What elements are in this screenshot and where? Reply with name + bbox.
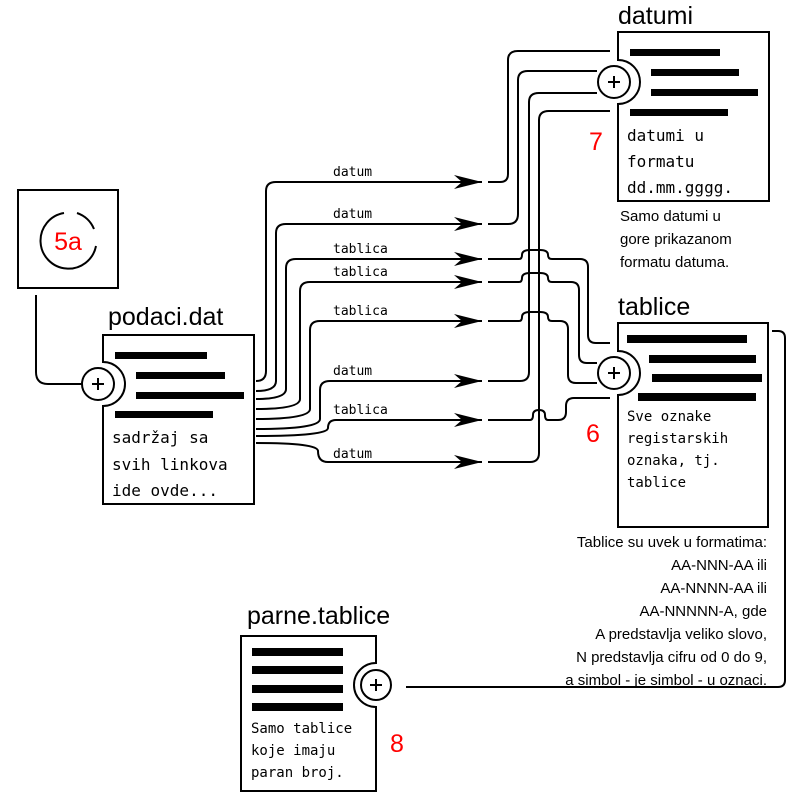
link-label: tablica	[333, 265, 388, 280]
datumi-node[interactable]: datumi datumi u formatu dd.mm.gggg. 7 Sa…	[589, 2, 770, 271]
connector-tablice-to-parne	[406, 330, 786, 688]
step-number-8: 8	[390, 730, 404, 758]
podaci-dat-document[interactable]	[102, 334, 255, 505]
text-line-bar	[136, 392, 244, 399]
plus-circle-icon[interactable]	[597, 65, 631, 99]
parne-content-line: koje imaju	[251, 743, 335, 759]
tablice-content-line: tablice	[627, 475, 686, 491]
text-line-bar	[649, 355, 756, 363]
parne-tablice-title: parne.tablice	[247, 602, 390, 630]
link-label: datum	[333, 447, 372, 462]
link-edges	[255, 175, 482, 469]
text-line-bar	[630, 109, 728, 116]
text-line-bar	[252, 703, 343, 711]
tablice-document[interactable]	[617, 322, 769, 528]
tablice-note-line: N predstavlja cifru od 0 do 9,	[576, 649, 767, 666]
tablice-note-line: a simbol - je simbol - u oznaci.	[565, 672, 767, 689]
link-label: datum	[333, 165, 372, 180]
text-line-bar	[638, 393, 756, 401]
link-labels: datum datum tablica tablica tablica datu…	[333, 165, 388, 462]
parne-content-line: Samo tablice	[251, 721, 352, 737]
tablice-content-line: registarskih	[627, 431, 728, 447]
text-line-bar	[252, 685, 343, 693]
link-edge[interactable]	[255, 175, 482, 382]
step-number-6: 6	[586, 420, 600, 448]
text-line-bar	[627, 335, 747, 343]
step-number-7: 7	[589, 128, 603, 156]
link-edge[interactable]	[255, 275, 482, 410]
parne-tablice-document[interactable]	[240, 635, 377, 792]
plus-circle-icon[interactable]	[360, 669, 392, 701]
datumi-document[interactable]	[617, 31, 770, 202]
link-label: tablica	[333, 242, 388, 257]
text-line-bar	[651, 89, 758, 96]
text-line-bar	[252, 666, 343, 674]
text-line-bar	[136, 372, 225, 379]
datumi-title: datumi	[618, 2, 693, 30]
text-line-bar	[652, 374, 762, 382]
tablice-title: tablice	[618, 293, 690, 321]
datumi-note-line: Samo datumi u	[620, 208, 721, 225]
podaci-content-line: sadržaj sa	[112, 428, 208, 447]
tablice-note-line: A predstavlja veliko slovo,	[595, 626, 767, 643]
source-node-box[interactable]	[17, 189, 119, 289]
text-line-bar	[630, 49, 720, 56]
podaci-content-line: svih linkova	[112, 455, 228, 474]
link-edge[interactable]	[255, 217, 482, 392]
tablice-note-line: AA-NNNN-AA ili	[660, 580, 767, 597]
plus-circle-icon[interactable]	[81, 367, 115, 401]
link-edge[interactable]	[255, 413, 482, 437]
tablice-content-line: Sve oznake	[627, 409, 711, 425]
tablice-note-line: AA-NNN-AA ili	[671, 557, 767, 574]
tablice-content-line: oznaka, tj.	[627, 453, 720, 469]
podaci-content-line: ide ovde...	[112, 481, 218, 500]
link-edge[interactable]	[255, 442, 482, 469]
datumi-content-line: datumi u	[627, 126, 704, 145]
podaci-dat-node[interactable]: podaci.dat sadržaj sa svih linkova ide o…	[81, 303, 255, 505]
step-number-5a: 5a	[54, 228, 82, 256]
tablice-input-wires	[488, 249, 610, 421]
link-label: datum	[333, 207, 372, 222]
link-edge[interactable]	[255, 374, 482, 430]
partial-circle-icon	[39, 212, 97, 270]
source-node[interactable]: 5a	[17, 189, 119, 289]
link-edge[interactable]	[255, 314, 482, 420]
link-label: tablica	[333, 403, 388, 418]
tablice-note-line: AA-NNNNN-A, gde	[639, 603, 767, 620]
parne-content-line: paran broj.	[251, 765, 344, 781]
text-line-bar	[651, 69, 739, 76]
datumi-content-line: dd.mm.gggg.	[627, 178, 733, 197]
tablice-node[interactable]: tablice Sve oznake registarskih oznaka, …	[565, 293, 769, 689]
connector-5a-to-podaci	[35, 295, 84, 385]
podaci-dat-title: podaci.dat	[108, 303, 223, 331]
link-label: datum	[333, 364, 372, 379]
text-line-bar	[252, 648, 343, 656]
datumi-note-line: formatu datuma.	[620, 254, 729, 271]
link-label: tablica	[333, 304, 388, 319]
datumi-content-line: formatu	[627, 152, 694, 171]
text-line-bar	[115, 352, 207, 359]
link-edge[interactable]	[255, 252, 482, 400]
datumi-input-wires	[488, 50, 610, 463]
parne-tablice-node[interactable]: parne.tablice Samo tablice koje imaju pa…	[240, 602, 404, 792]
tablice-note-line: Tablice su uvek u formatima:	[577, 534, 767, 551]
plus-circle-icon[interactable]	[597, 356, 631, 390]
text-line-bar	[115, 411, 213, 418]
datumi-note-line: gore prikazanom	[620, 231, 732, 248]
